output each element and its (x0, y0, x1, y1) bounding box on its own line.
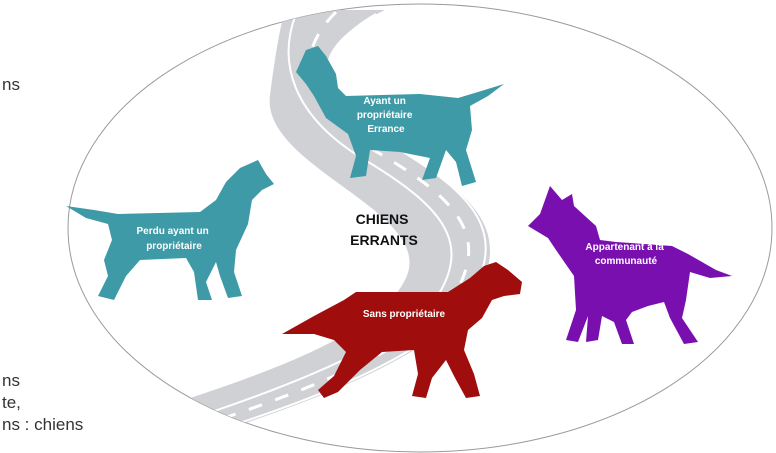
dog-label-line: Errance (367, 124, 405, 135)
dog-label-line: propriétaire (357, 110, 413, 121)
dog-label-line: Appartenant à la (585, 242, 664, 253)
dog-label: Sans propriétaire (363, 309, 446, 320)
dog-label-line: propriétaire (146, 241, 202, 252)
dog-label-line: communauté (595, 256, 658, 267)
dog-label-line: Perdu ayant un (136, 226, 208, 237)
center-title-line: CHIENS (356, 211, 409, 227)
dog-label-line: Sans propriétaire (363, 309, 446, 320)
dog-label-line: Ayant un (363, 96, 405, 107)
center-title-line: ERRANTS (350, 232, 418, 248)
